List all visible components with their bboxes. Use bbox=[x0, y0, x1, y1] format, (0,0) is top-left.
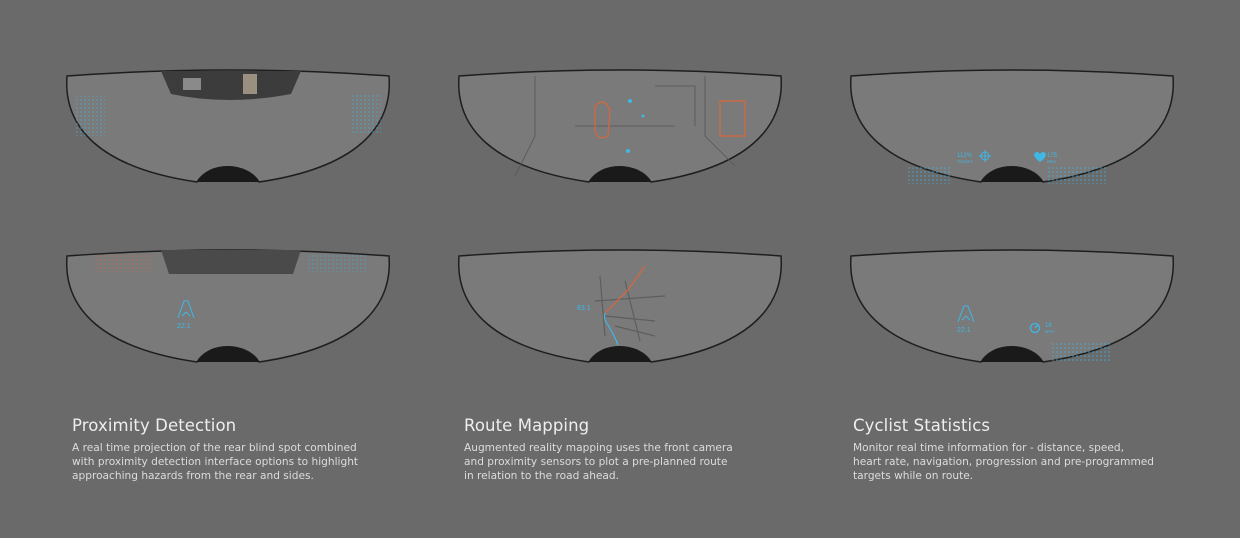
description-line: Monitor real time information for - dist… bbox=[853, 442, 1125, 454]
visor-statistics: 112% TARGET 175 BPM bbox=[847, 66, 1177, 191]
crosshair-icon bbox=[979, 150, 991, 162]
visor-speed: 22.1 18 MPH bbox=[847, 246, 1177, 371]
description-line: and proximity sensors to plot a pre-plan… bbox=[464, 456, 728, 468]
description-line: heart rate, navigation, progression and … bbox=[853, 456, 1155, 468]
description-line: A real time projection of the rear blind… bbox=[72, 442, 357, 454]
target-label: TARGET bbox=[957, 159, 973, 164]
description-line: targets while on route. bbox=[853, 470, 974, 482]
road-wireframe bbox=[514, 76, 736, 177]
route-distance-value: 83.1 bbox=[577, 305, 591, 312]
speed-value: 18 bbox=[1045, 323, 1052, 329]
hazard-outline bbox=[594, 100, 746, 139]
rear-camera-feed bbox=[161, 250, 301, 274]
feature-title: Route Mapping bbox=[464, 416, 590, 435]
heart-rate-unit: BPM bbox=[1047, 159, 1056, 164]
feature-title: Cyclist Statistics bbox=[853, 416, 991, 435]
feature-description: A real time projection of the rear blind… bbox=[72, 441, 402, 483]
visor-proximity-camera bbox=[63, 66, 393, 191]
description-line: with proximity detection interface optio… bbox=[72, 456, 359, 468]
distance-value: 22.1 bbox=[957, 327, 971, 334]
feature-title: Proximity Detection bbox=[72, 416, 237, 435]
feature-proximity-detection: Proximity Detection A real time projecti… bbox=[72, 416, 402, 483]
right-proximity-indicator bbox=[351, 94, 381, 134]
heart-icon bbox=[1034, 152, 1046, 162]
description-line: Augmented reality mapping uses the front… bbox=[464, 442, 733, 454]
speedometer-icon bbox=[1029, 322, 1041, 334]
distance-value: 22.1 bbox=[177, 323, 191, 330]
target-value: 112% bbox=[957, 153, 973, 159]
left-proximity-indicator bbox=[75, 96, 105, 136]
road-lane-icon bbox=[957, 305, 975, 323]
road-lane-icon bbox=[177, 300, 195, 319]
visor-route-ar bbox=[455, 66, 785, 191]
route-planned bbox=[604, 265, 646, 314]
visor-proximity-distance: 22.1 bbox=[63, 246, 393, 371]
rear-camera-feed bbox=[161, 71, 301, 100]
feature-route-mapping: Route Mapping Augmented reality mapping … bbox=[464, 416, 794, 483]
description-line: in relation to the road ahead. bbox=[464, 470, 620, 482]
visor-route-map: 83.1 bbox=[455, 246, 785, 371]
heart-rate-value: 175 bbox=[1047, 153, 1058, 159]
route-travelled bbox=[603, 312, 619, 346]
feature-description: Augmented reality mapping uses the front… bbox=[464, 441, 794, 483]
feature-description: Monitor real time information for - dist… bbox=[853, 441, 1183, 483]
description-line: approaching hazards from the rear and si… bbox=[72, 470, 314, 482]
feature-cyclist-statistics: Cyclist Statistics Monitor real time inf… bbox=[853, 416, 1183, 483]
speed-unit: MPH bbox=[1045, 329, 1054, 334]
